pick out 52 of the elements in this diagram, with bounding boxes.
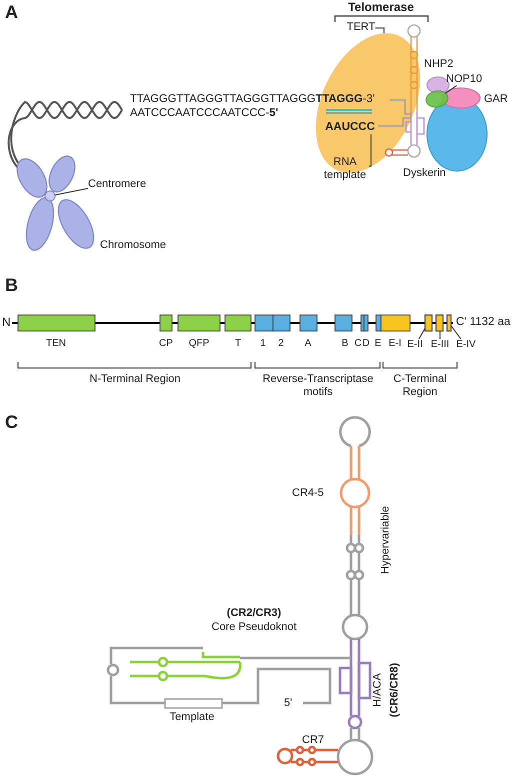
structure-label: Template — [170, 711, 214, 724]
protein-label: NHP2 — [424, 58, 454, 71]
panel-letter: C — [5, 412, 18, 433]
leader-line — [368, 134, 372, 167]
protein-label: GAR — [484, 93, 508, 106]
structure-label: Chromosome — [100, 239, 166, 252]
protein-label: NOP10 — [446, 73, 482, 86]
region-label: N-Terminal Region — [89, 373, 181, 386]
leader-line — [450, 325, 462, 340]
end-label: 5' — [284, 697, 292, 710]
domain-label: TEN — [46, 338, 66, 350]
structure-label: (CR6/CR8) — [388, 662, 402, 718]
panel-letter: A — [5, 2, 18, 23]
domain-label: E-II — [407, 339, 423, 350]
domain-label: 2 — [278, 338, 284, 350]
region-label: C-Terminal Region — [392, 373, 448, 398]
panel-letter: B — [5, 275, 18, 296]
structure-label: Centromere — [88, 178, 146, 191]
leader-line — [444, 85, 458, 94]
structure-label: Hypervariable — [380, 506, 392, 574]
leader-line — [374, 28, 384, 34]
protein-label: Dyskerin — [403, 167, 446, 180]
leader-line — [418, 328, 426, 340]
terminus-label: N — [2, 316, 11, 330]
domain-label: E-IV — [456, 339, 476, 350]
domain-label: T — [234, 338, 242, 350]
domain-label: CP — [159, 338, 173, 350]
structure-label: RNA template — [321, 156, 369, 182]
structure-label: CR7 — [302, 734, 324, 747]
protein-blob — [426, 90, 448, 108]
structure-label: CR4-5 — [292, 487, 324, 500]
length-label: C' 1132 aa — [456, 316, 510, 330]
structure-label: H/ACA — [372, 673, 384, 707]
domain-label: E-III — [430, 339, 450, 350]
protein-label: TERT — [346, 21, 376, 34]
region-label: Reverse-Transcriptase motifs — [262, 373, 374, 398]
rna-sequence: AAUCCC — [325, 121, 375, 134]
structure-label: Core Pseudoknot — [212, 621, 296, 634]
domain-box — [424, 314, 432, 332]
domain-label: QFP — [188, 338, 210, 350]
domain-label: D — [362, 338, 370, 350]
complex-title: Telomerase — [348, 1, 414, 15]
domain-label: A — [304, 338, 312, 350]
dna-sequence: AATCCCAATCCCAATCCC-5' — [130, 107, 278, 120]
domain-box — [446, 314, 452, 332]
domain-box — [436, 314, 444, 332]
domain-label: C — [354, 338, 362, 350]
domain-label: E-I — [388, 338, 402, 350]
structure-label: (CR2/CR3) — [226, 607, 282, 620]
domain-label: E — [374, 338, 382, 350]
domain-label: 1 — [260, 338, 266, 350]
domain-label: B — [342, 338, 348, 350]
